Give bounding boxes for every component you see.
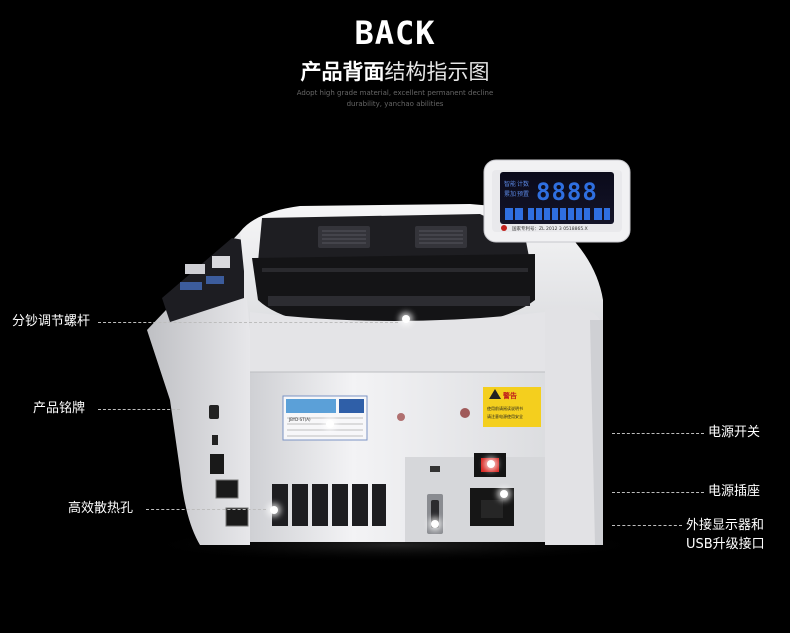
callout-label-display-usb-1: 外接显示器和 xyxy=(686,518,765,533)
callout-line-vent xyxy=(146,509,266,510)
warning-line1: 使用前请阅读说明书 xyxy=(487,405,523,411)
indicator-dot-power-socket xyxy=(500,490,508,498)
callout-line-adjust-screw xyxy=(98,322,398,323)
title-back: BACK xyxy=(354,14,436,52)
title-cn: 产品背面结构指示图 xyxy=(0,56,790,86)
callout-label-vent: 高效散热孔 xyxy=(68,501,134,516)
callout-line-display-usb xyxy=(612,525,682,526)
network-port-2 xyxy=(225,507,249,527)
side-slot xyxy=(209,405,219,419)
external-display: 智能 计数 累加 预置 8888 国家专利号：ZL 2012 3 0518865… xyxy=(483,159,631,243)
callout-label-power-switch: 电源开关 xyxy=(708,425,761,440)
callout-line-power-switch xyxy=(612,433,704,434)
lcd-digits: 8888 xyxy=(536,178,598,206)
tagline-line2: durability, yanchao abilities xyxy=(346,100,444,108)
warning-title: 警告 xyxy=(503,391,517,400)
note-tray xyxy=(252,254,535,330)
screw-hole-2 xyxy=(460,408,470,418)
callout-label-power-socket: 电源插座 xyxy=(708,484,761,499)
display-patent: 国家专利号：ZL 2012 3 0518865.X xyxy=(512,225,588,232)
title-cn-light: 结构指示图 xyxy=(384,60,490,84)
indicator-dot-adjust-screw xyxy=(402,315,410,323)
side-button xyxy=(212,435,218,445)
callout-label-nameplate: 产品铭牌 xyxy=(33,401,86,416)
callout-label-adjust-screw: 分钞调节螺杆 xyxy=(12,314,91,329)
vent-slots xyxy=(272,484,386,526)
network-port-1 xyxy=(215,479,239,499)
upper-back-face xyxy=(250,312,545,372)
lcd-left-text-1: 智能 xyxy=(504,180,516,188)
indicator-dot-serial-port xyxy=(431,520,439,528)
tagline-line1: Adopt high grade material, excellent per… xyxy=(296,89,494,97)
indicator-dot-nameplate xyxy=(326,420,334,428)
lcd-left-text-3: 计数 xyxy=(517,180,529,188)
callout-line-power-socket xyxy=(612,492,704,493)
indicator-dot-vent xyxy=(270,506,278,514)
title-cn-bold: 产品背面 xyxy=(300,60,385,84)
warning-line2: 请注意电源使用安全 xyxy=(487,413,523,419)
indicator-dot-power-switch xyxy=(487,460,495,468)
nameplate-model: JBYD-ST(A) xyxy=(288,417,311,422)
usb-port xyxy=(210,454,224,474)
callout-line-nameplate xyxy=(98,409,180,410)
screw-hole-1 xyxy=(397,413,405,421)
lcd-left-text-2: 累加 xyxy=(504,190,516,198)
lcd-left-text-4: 预置 xyxy=(517,190,529,198)
callout-label-display-usb-2: USB升级接口 xyxy=(686,537,765,552)
